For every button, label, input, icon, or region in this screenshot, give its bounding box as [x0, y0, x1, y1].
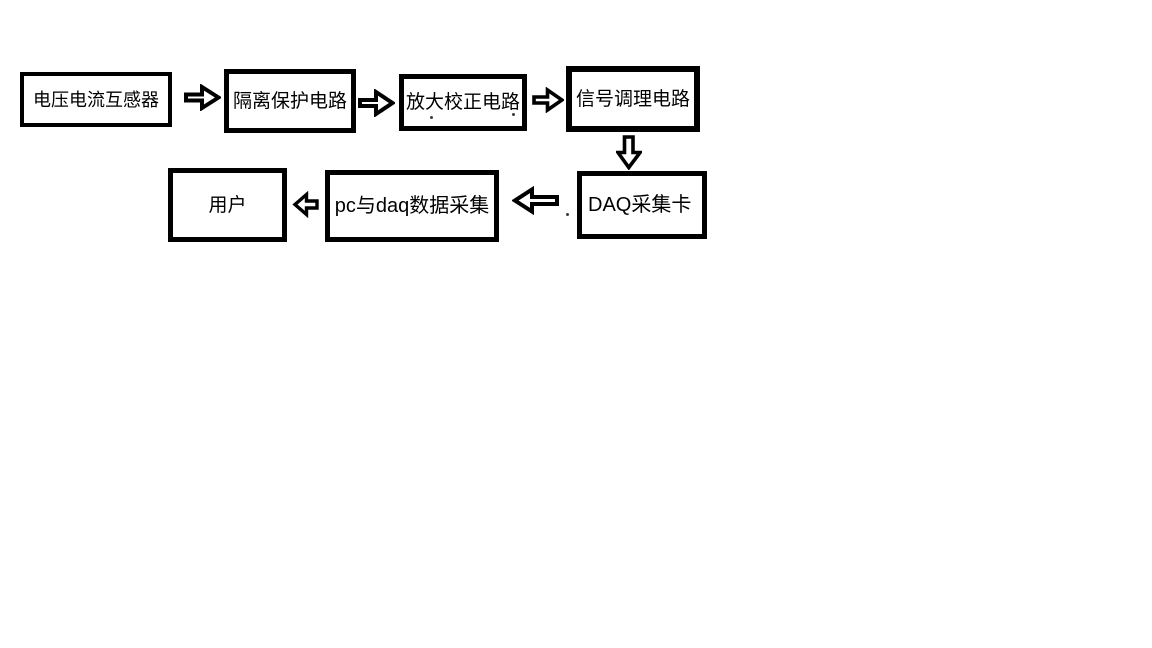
arrow-left-icon: [292, 191, 319, 218]
stray-dot: [566, 213, 569, 216]
arrow-right-icon: [358, 89, 395, 117]
node-pc-daq-data-acquisition: pc与daq数据采集: [325, 170, 499, 242]
node-label: 放大校正电路: [405, 92, 520, 113]
node-label: DAQ采集卡: [588, 194, 692, 216]
node-user: 用户: [168, 168, 287, 242]
arrow-right-icon: [184, 84, 221, 111]
node-label: 隔离保护电路: [232, 90, 347, 112]
node-label: pc与daq数据采集: [334, 195, 490, 217]
node-label: 信号调理电路: [575, 88, 690, 110]
node-amplification-correction-circuit: 放大校正电路: [399, 74, 527, 131]
arrow-right-icon: [532, 87, 564, 113]
node-daq-card: DAQ采集卡: [577, 171, 707, 239]
node-label: 电压电流互感器: [33, 89, 159, 110]
arrow-left-icon: [512, 186, 559, 215]
stray-dot: [512, 113, 515, 116]
stray-dot: [430, 116, 433, 119]
node-label: 用户: [208, 194, 247, 216]
arrow-down-icon: [616, 135, 642, 170]
node-signal-conditioning-circuit: 信号调理电路: [566, 66, 700, 132]
node-voltage-current-transformer: 电压电流互感器: [20, 72, 172, 127]
node-isolation-protection-circuit: 隔离保护电路: [224, 69, 356, 133]
